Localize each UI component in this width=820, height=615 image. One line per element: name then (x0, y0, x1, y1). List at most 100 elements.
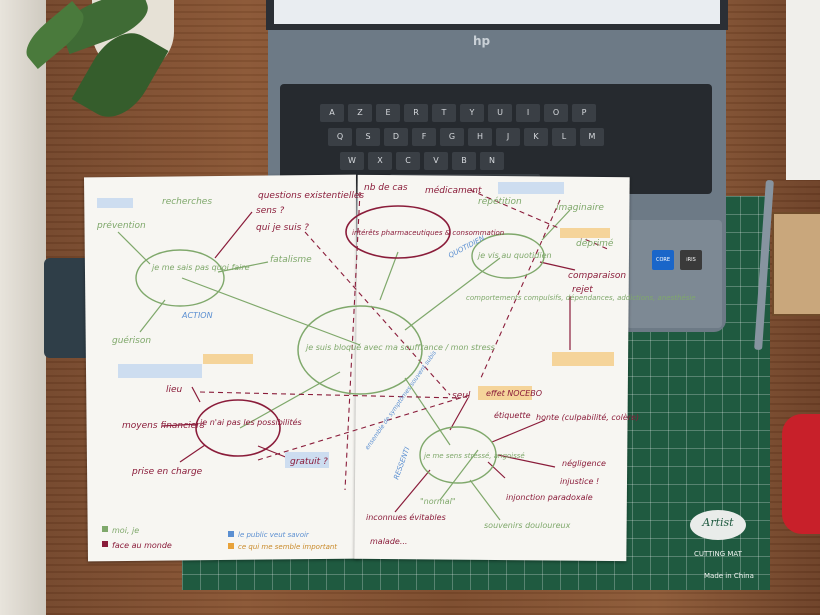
key: I (516, 104, 540, 122)
connector (491, 419, 546, 443)
laptop-screen (266, 0, 728, 30)
connector (379, 251, 399, 301)
highlight-blue (118, 364, 202, 378)
legend-swatch (228, 531, 234, 537)
node-text: je me sens stressé, angoissé (423, 452, 525, 460)
node-text: je n'ai pas les possibilités (199, 417, 302, 427)
label-guerison: guérison (112, 335, 151, 346)
decorative-tile (772, 212, 820, 316)
label-inconnues: inconnues évitables (366, 512, 446, 522)
connector (179, 444, 206, 463)
label-imaginaire: imaginaire (556, 203, 604, 213)
label-repetition: répétition (478, 196, 522, 207)
node-outline (419, 426, 497, 484)
node-outline (345, 205, 451, 259)
connectors (117, 209, 576, 521)
connector (117, 231, 151, 265)
connector (439, 449, 479, 501)
legend-face: face au monde (112, 541, 172, 550)
key: M (580, 128, 604, 146)
highlight-orange (552, 352, 614, 366)
legend-swatch (228, 543, 234, 549)
touchpad: CORE iRIS (626, 220, 722, 328)
dashed-link (199, 391, 461, 399)
label-negligence: négligence (562, 458, 606, 468)
key: F (412, 128, 436, 146)
curtain (0, 0, 46, 615)
connector (497, 454, 556, 468)
label-lieu: lieu (166, 385, 183, 395)
dashed-link (344, 191, 361, 491)
legend-public: le public veut savoir (238, 531, 310, 539)
key: X (368, 152, 392, 170)
connector (404, 377, 451, 446)
key: B (452, 152, 476, 170)
label-symptomes: ensemble de symptômes souvent subis (364, 350, 438, 451)
highlight-orange (478, 386, 532, 400)
key: J (496, 128, 520, 146)
highlight-blue (97, 198, 133, 208)
connector (449, 397, 469, 431)
key: K (524, 128, 548, 146)
mat-origin: Made in China (704, 572, 754, 580)
label-qui: qui je suis ? (256, 223, 309, 233)
connector (191, 386, 201, 403)
connector (257, 445, 289, 459)
label-seul: seul (452, 391, 471, 401)
highlight-orange (560, 228, 610, 238)
label-prise: prise en charge (131, 467, 203, 477)
label-recherches: recherches (162, 197, 212, 207)
connector (539, 261, 576, 271)
dashed-link (304, 231, 451, 396)
connector (541, 209, 571, 241)
dashed-link (479, 199, 561, 381)
label-rejet: rejet (572, 285, 593, 295)
label-gratuit: gratuit ? (290, 457, 328, 467)
key: H (468, 128, 492, 146)
label-prevention: prévention (96, 220, 146, 231)
dashed-link (469, 189, 611, 251)
key: O (544, 104, 568, 122)
connector (214, 211, 253, 259)
node-text: intérêts pharmaceutiques & consommation (352, 229, 504, 237)
key: C (396, 152, 420, 170)
intel-core-badge: CORE (652, 250, 674, 270)
connector (139, 299, 166, 333)
key: Q (328, 128, 352, 146)
key: E (376, 104, 400, 122)
computer-mouse (782, 414, 820, 534)
label-fatalisme: fatalisme (270, 255, 312, 265)
label-moyens: moyens financiers (122, 421, 205, 431)
connector (394, 469, 431, 513)
legend-moi: moi, je (112, 526, 139, 535)
connector (161, 423, 199, 427)
label-deprime: déprimé (576, 238, 614, 249)
connector (217, 261, 269, 273)
highlight-blue (285, 452, 329, 468)
key: Y (460, 104, 484, 122)
dashed-links (199, 189, 611, 491)
paper-stack (786, 0, 820, 180)
connector (181, 277, 361, 346)
label-souvenirs: souvenirs douloureux (484, 521, 571, 530)
laptop-brand: hp (473, 34, 491, 48)
legend-swatch (102, 526, 108, 532)
key: S (356, 128, 380, 146)
node-outline (135, 249, 225, 307)
legend-important: ce qui me semble important (238, 543, 337, 551)
node-outline (297, 305, 423, 395)
screen-content (274, 0, 720, 24)
key: L (552, 128, 576, 146)
mat-label: CUTTING MAT (694, 550, 742, 558)
node-outline (471, 233, 545, 279)
key: R (404, 104, 428, 122)
key: V (424, 152, 448, 170)
label-action: ACTION (181, 311, 213, 320)
key: W (340, 152, 364, 170)
highlight-orange (203, 354, 253, 364)
node-outline (195, 399, 281, 457)
label-malade: malade... (370, 537, 407, 546)
label-comparaison: comparaison (568, 271, 626, 281)
key: A (320, 104, 344, 122)
